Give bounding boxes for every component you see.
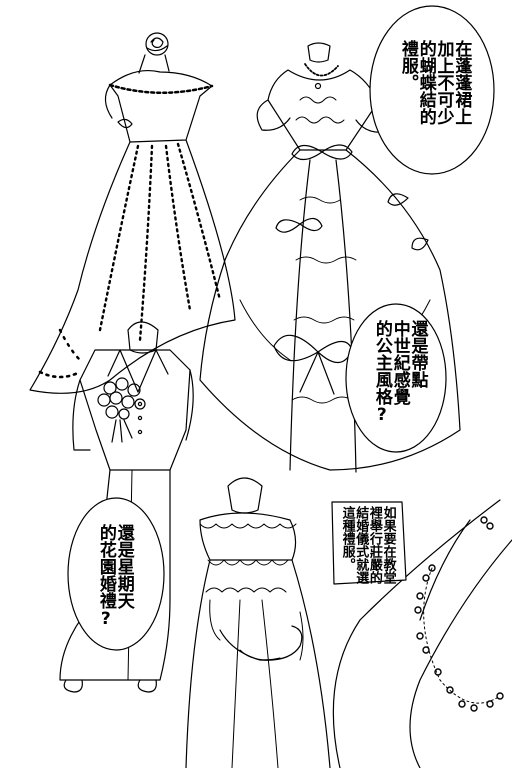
bouquet-icon	[97, 377, 146, 443]
bubble-text-bottom-right: 如果要在教堂 裡舉行莊嚴的 結婚儀式就選 這種禮服。	[339, 506, 396, 584]
bubble-text-top-right: 在蓬蓬裙上 加上不可少 的蝴蝶結的 禮服。	[397, 40, 472, 125]
bubble-text-bottom-left: 還是星期天 的花園婚禮?	[95, 524, 134, 629]
lace-gown-with-gloves	[185, 477, 331, 768]
speech-bubble-bottom-right	[331, 501, 407, 585]
speech-bubble-bottom-left	[67, 497, 165, 651]
bubble-text-middle-right: 還是帶點 中世紀感覺 的公主風格?	[371, 320, 428, 425]
speech-bubble-middle-right	[345, 303, 447, 453]
bow-ballgown-with-necklace	[199, 42, 461, 473]
veil-with-floral-garland	[332, 499, 512, 768]
off-shoulder-gown-with-rose	[29, 32, 236, 394]
rose-icon	[145, 32, 169, 56]
speech-bubble-top-right	[369, 5, 495, 175]
